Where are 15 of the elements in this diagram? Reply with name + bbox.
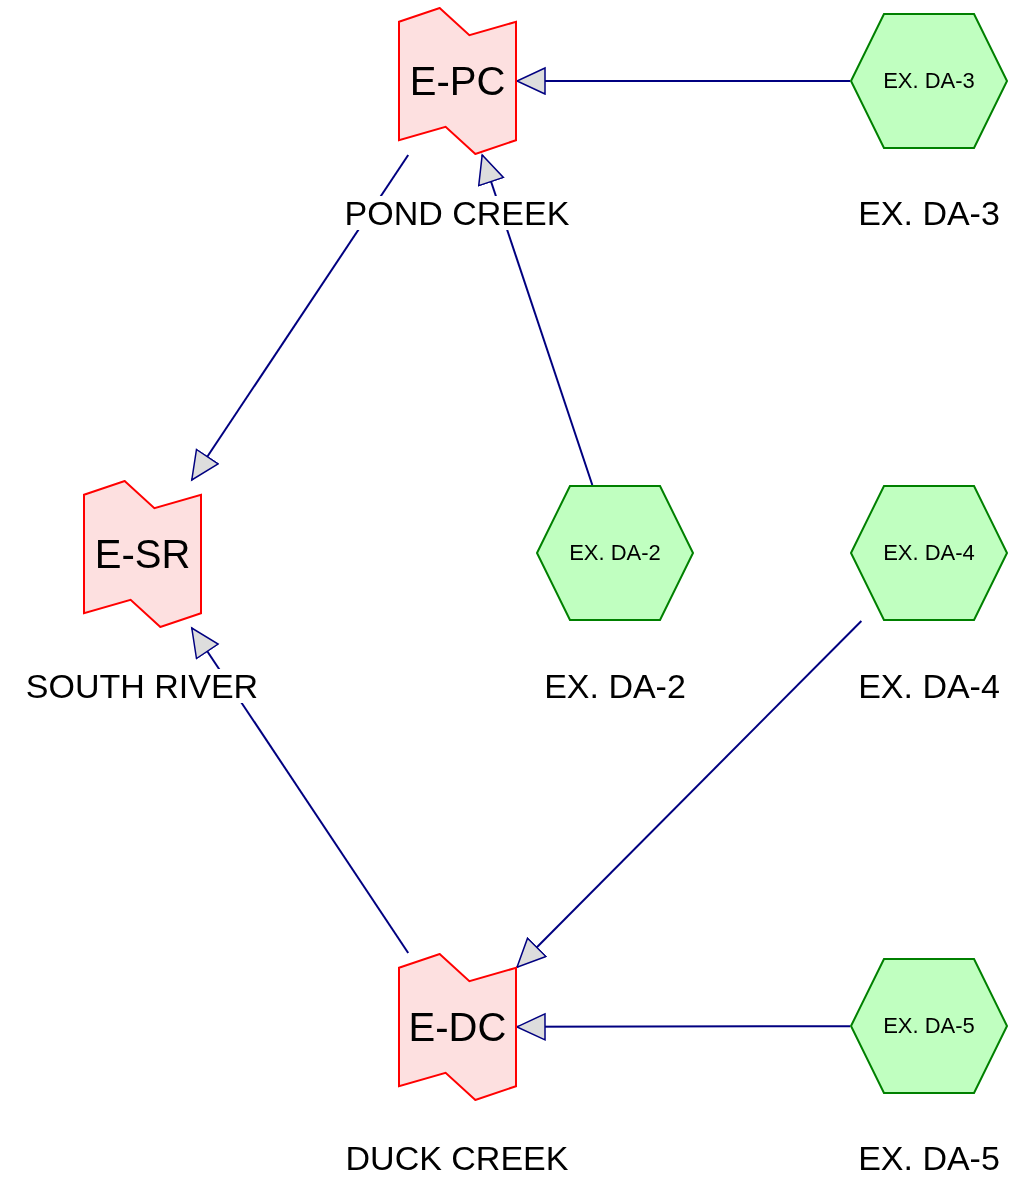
arrow [190, 154, 410, 481]
arrow [516, 1013, 851, 1041]
hexagon-node: EX. DA-4 [850, 485, 1008, 621]
node-caption: POND CREEK [344, 196, 570, 230]
flag-node: E-PC [398, 7, 517, 155]
hexagon-node: EX. DA-5 [850, 958, 1008, 1094]
arrow [516, 67, 851, 95]
node-caption: SOUTH RIVER [25, 669, 259, 703]
arrow [477, 154, 594, 486]
hexagon-node: EX. DA-2 [536, 485, 694, 621]
flag-node: E-SR [83, 480, 202, 628]
flag-node: E-DC [398, 953, 517, 1101]
hexagon-node: EX. DA-3 [850, 13, 1008, 149]
arrow [190, 627, 410, 954]
arrow [516, 620, 863, 969]
